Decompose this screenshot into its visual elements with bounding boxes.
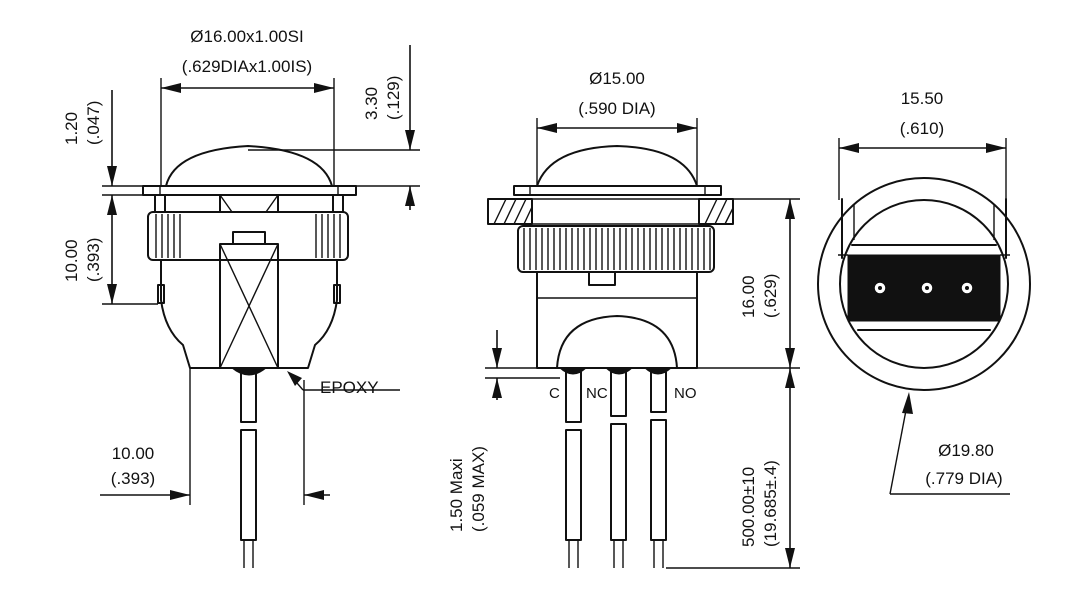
left-top-dim-text1: Ø16.00x1.00SI <box>190 27 303 46</box>
middle-dome-lens <box>536 145 698 187</box>
middle-lower-dome <box>555 314 679 369</box>
left-knurled-nut <box>147 211 349 261</box>
left-dim-a-text2: (.047) <box>84 101 103 145</box>
right-dia-text1: Ø19.80 <box>938 441 994 460</box>
right-dia-callout: Ø19.80 (.779 DIA) <box>889 392 1010 495</box>
right-dia-text2: (.779 DIA) <box>925 469 1002 488</box>
right-top-dimension: 15.50 (.610) <box>838 89 1007 200</box>
wire-length-text2: (19.685±.4) <box>761 460 780 547</box>
left-bottom-dimension: 10.00 (.393) <box>100 368 330 505</box>
middle-nut-knurl <box>523 228 711 270</box>
left-right-dim-text2: (.129) <box>384 76 403 120</box>
middle-left-dim-text1: 1.50 Maxi <box>447 458 466 532</box>
middle-side-view: C NC NO Ø15.00 (.590 DIA) 16.00 (.629) <box>447 69 800 569</box>
right-top-dim-text1: 15.50 <box>901 89 944 108</box>
terminal-nc-label: NC <box>586 385 608 402</box>
middle-wire-nc <box>610 371 627 568</box>
left-dim-b: 10.00 (.393) <box>62 195 158 305</box>
left-right-dim-text1: 3.30 <box>362 87 381 120</box>
middle-top-dim-text1: Ø15.00 <box>589 69 645 88</box>
middle-flange <box>513 185 722 196</box>
right-bottom-view: 15.50 (.610) Ø19.80 (.779 DIA) <box>817 89 1031 495</box>
left-body <box>160 259 338 369</box>
middle-wire-length-dimension: 500.00±10 (19.685±.4) <box>666 368 800 569</box>
left-flange <box>142 185 357 196</box>
terminal-no-label: NO <box>674 385 697 402</box>
right-inner-circle <box>839 199 1009 369</box>
left-dim-b-text2: (.393) <box>84 238 103 282</box>
middle-panel-section <box>487 198 734 225</box>
left-bottom-dim-text2: (.393) <box>111 469 155 488</box>
epoxy-label: EPOXY <box>320 378 379 397</box>
left-side-view: Ø16.00x1.00SI (.629DIAx1.00IS) 3.30 (.12… <box>62 27 420 568</box>
middle-top-dim-text2: (.590 DIA) <box>578 99 655 118</box>
middle-left-dim-text2: (.059 MAX) <box>469 446 488 532</box>
middle-left-dimension: 1.50 Maxi (.059 MAX) <box>447 330 560 532</box>
middle-wire-c <box>565 371 582 568</box>
middle-height-dimension: 16.00 (.629) <box>697 198 800 369</box>
left-right-dimension: 3.30 (.129) <box>248 45 420 210</box>
middle-height-text2: (.629) <box>761 274 780 318</box>
left-top-dim-text2: (.629DIAx1.00IS) <box>182 57 312 76</box>
left-wire <box>240 371 257 568</box>
left-dim-b-text1: 10.00 <box>62 239 81 282</box>
left-nut-knurl <box>155 214 341 258</box>
left-dome-lens <box>165 145 333 187</box>
left-dim-a-text1: 1.20 <box>62 112 81 145</box>
middle-height-text1: 16.00 <box>739 275 758 318</box>
wire-length-text1: 500.00±10 <box>739 467 758 547</box>
left-dim-a: 1.20 (.047) <box>62 90 143 196</box>
epoxy-callout: EPOXY <box>287 371 400 397</box>
middle-wire-no <box>650 371 667 568</box>
middle-top-dimension: Ø15.00 (.590 DIA) <box>536 69 698 186</box>
left-top-dimension: Ø16.00x1.00SI (.629DIAx1.00IS) <box>160 27 335 186</box>
terminal-c-label: C <box>549 385 560 402</box>
right-outer-circle <box>817 177 1031 391</box>
left-bottom-dim-text1: 10.00 <box>112 444 155 463</box>
right-top-dim-text2: (.610) <box>900 119 944 138</box>
